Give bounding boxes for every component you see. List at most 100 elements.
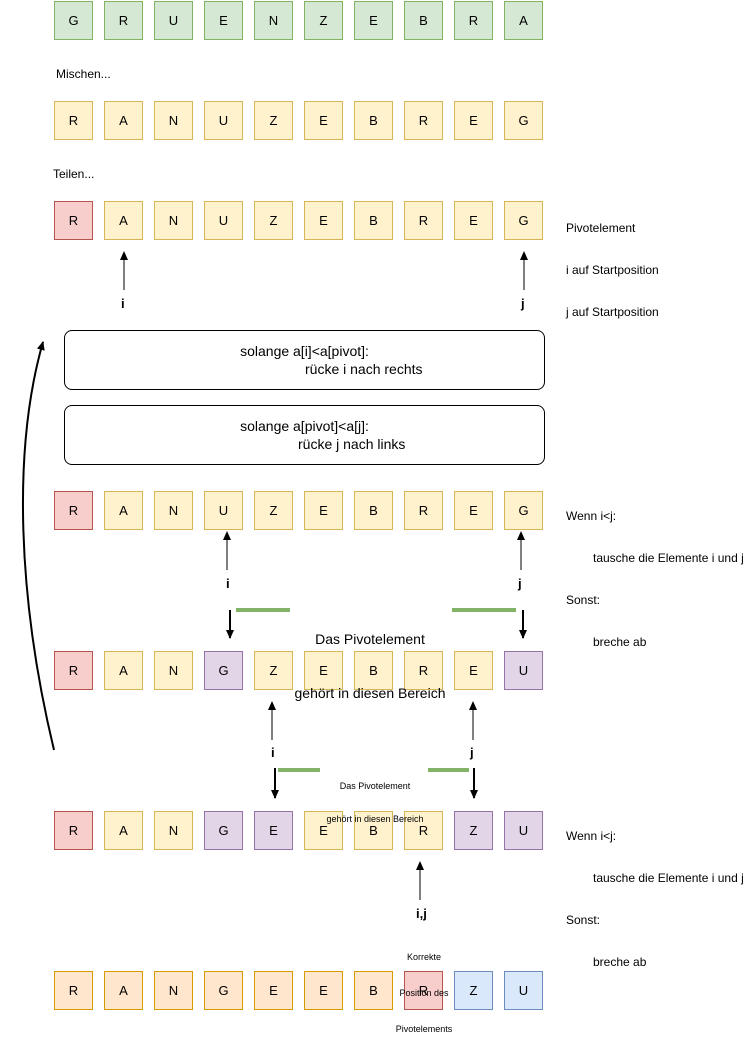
region-note-small-line2: gehört in diesen Bereich <box>326 814 424 824</box>
array-cell: R <box>54 971 93 1010</box>
array-cell: N <box>154 491 193 530</box>
array-cell: R <box>404 491 443 530</box>
array-cell: Z <box>454 971 493 1010</box>
array-cell: G <box>504 101 543 140</box>
array-cell: E <box>304 811 343 850</box>
array-cell: R <box>54 651 93 690</box>
array-cell: A <box>104 201 143 240</box>
array-cell: B <box>404 1 443 40</box>
loop-back-arrow <box>21 341 55 751</box>
array-cell: E <box>354 1 393 40</box>
array-cell: E <box>454 491 493 530</box>
array-cell: E <box>204 1 243 40</box>
swap-note-2-line1: Wenn i<j: <box>566 829 617 843</box>
swap-note-1-line3: Sonst: <box>566 593 601 607</box>
start-note-line2: i auf Startposition <box>566 263 659 277</box>
correct-position-note: Korrekte Position des Pivotelements <box>374 927 474 1047</box>
array-cell: B <box>354 651 393 690</box>
loop-box-i-line2: rücke i nach rechts <box>305 361 423 377</box>
array-cell: E <box>304 201 343 240</box>
array-cell: E <box>254 971 293 1010</box>
array-cell: U <box>204 101 243 140</box>
array-cell: E <box>454 651 493 690</box>
array-cell: U <box>204 201 243 240</box>
swap-note-2-line3: Sonst: <box>566 913 601 927</box>
swap-note-1: Wenn i<j: tausche die Elemente i und j S… <box>566 481 744 663</box>
array-cell: Z <box>454 811 493 850</box>
pointer-i-start: i <box>121 296 125 311</box>
array-cell: A <box>104 491 143 530</box>
region-note-small: Das Pivotelement gehört in diesen Bereic… <box>305 759 445 836</box>
array-cell: E <box>254 811 293 850</box>
array-cell: A <box>104 811 143 850</box>
array-cell: B <box>354 201 393 240</box>
array-cell: Z <box>304 1 343 40</box>
array-cell: A <box>504 1 543 40</box>
loop-box-j: solange a[pivot]<a[j]: rücke j nach link… <box>64 405 545 465</box>
array-cell: R <box>54 201 93 240</box>
swap-note-1-line1: Wenn i<j: <box>566 509 617 523</box>
array-cell: N <box>154 101 193 140</box>
array-cell: G <box>204 651 243 690</box>
array-cell: U <box>504 811 543 850</box>
array-cell: N <box>154 651 193 690</box>
array-cell: R <box>404 201 443 240</box>
mischen-label: Mischen... <box>56 67 111 81</box>
array-cell: R <box>404 971 443 1010</box>
array-cell: R <box>104 1 143 40</box>
start-note: Pivotelement i auf Startposition j auf S… <box>566 193 659 333</box>
array-cell: Z <box>254 201 293 240</box>
array-cell: R <box>404 811 443 850</box>
loop-box-j-line2: rücke j nach links <box>298 436 406 452</box>
loop-box-i-line1: solange a[i]<a[pivot]: <box>240 343 369 359</box>
array-cell: G <box>504 201 543 240</box>
swap-note-1-line4: breche ab <box>593 635 647 649</box>
array-cell: E <box>304 971 343 1010</box>
correct-position-line1: Korrekte <box>406 952 441 962</box>
array-cell: U <box>204 491 243 530</box>
region-note-large-line2: gehört in diesen Bereich <box>294 685 446 701</box>
array-cell: A <box>104 971 143 1010</box>
array-cell: R <box>54 811 93 850</box>
array-cell: G <box>204 811 243 850</box>
array-cell: E <box>304 651 343 690</box>
swap-note-1-line2: tausche die Elemente i und j <box>593 551 744 565</box>
array-cell: Z <box>254 651 293 690</box>
start-note-line1: Pivotelement <box>566 221 636 235</box>
array-cell: B <box>354 811 393 850</box>
array-cell: U <box>154 1 193 40</box>
array-cell: U <box>504 971 543 1010</box>
array-cell: G <box>504 491 543 530</box>
array-cell: B <box>354 491 393 530</box>
array-cell: R <box>54 101 93 140</box>
array-cell: E <box>304 101 343 140</box>
array-cell: R <box>404 651 443 690</box>
pointer-j-row5: j <box>470 745 474 760</box>
array-cell: N <box>154 811 193 850</box>
pointer-j-start: j <box>521 296 525 311</box>
pointer-j-row4: j <box>518 576 522 591</box>
array-cell: G <box>204 971 243 1010</box>
start-note-line3: j auf Startposition <box>566 305 659 319</box>
array-cell: A <box>104 651 143 690</box>
region-note-large: Das Pivotelement gehört in diesen Bereic… <box>270 594 470 720</box>
array-cell: A <box>104 101 143 140</box>
array-cell: N <box>154 201 193 240</box>
pointer-i-row4: i <box>226 576 230 591</box>
swap-note-2-line4: breche ab <box>593 955 647 969</box>
array-cell: U <box>504 651 543 690</box>
array-cell: B <box>354 101 393 140</box>
array-cell: R <box>404 101 443 140</box>
swap-note-2-line2: tausche die Elemente i und j <box>593 871 744 885</box>
array-cell: N <box>154 971 193 1010</box>
pointer-i-row5: i <box>271 745 275 760</box>
array-cell: Z <box>254 491 293 530</box>
array-cell: E <box>454 201 493 240</box>
array-cell: R <box>454 1 493 40</box>
array-cell: N <box>254 1 293 40</box>
diagram-canvas <box>21 251 528 900</box>
region-note-large-line1: Das Pivotelement <box>315 631 425 647</box>
swap-note-2: Wenn i<j: tausche die Elemente i und j S… <box>566 801 744 983</box>
correct-position-line3: Pivotelements <box>395 1024 453 1034</box>
loop-box-j-line1: solange a[pivot]<a[j]: <box>240 418 369 434</box>
